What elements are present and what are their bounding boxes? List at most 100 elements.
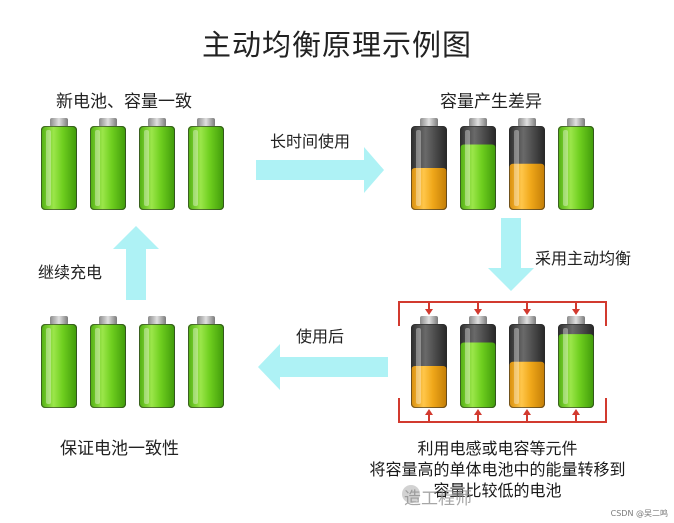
battery-group-bottom-left	[41, 316, 224, 408]
battery-group-top-left	[41, 118, 224, 210]
battery-cell	[509, 316, 545, 408]
battery-terminal	[50, 118, 68, 127]
battery-outline	[558, 126, 594, 210]
battery-cell	[90, 118, 126, 210]
battery-charge-fill	[188, 324, 224, 408]
battery-highlight	[193, 130, 198, 206]
battery-outline	[188, 324, 224, 408]
description-line: 利用电感或电容等元件	[417, 439, 578, 458]
battery-cell	[460, 316, 496, 408]
battery-highlight	[144, 130, 149, 206]
battery-charge-fill	[411, 366, 447, 408]
battery-outline	[509, 324, 545, 408]
battery-charge-fill	[90, 324, 126, 408]
battery-cell	[139, 118, 175, 210]
battery-cell	[139, 316, 175, 408]
battery-terminal	[99, 316, 117, 325]
caption-new-batteries: 新电池、容量一致	[56, 92, 192, 112]
battery-charge-fill	[558, 334, 594, 408]
battery-highlight	[563, 130, 568, 206]
diagram-title: 主动均衡原理示例图	[201, 28, 472, 62]
description-line: 将容量高的单体电池中的能量转移到	[369, 460, 626, 479]
battery-terminal	[50, 316, 68, 325]
arrow-left-after-use	[258, 344, 388, 390]
battery-highlight	[95, 130, 100, 206]
battery-charge-fill	[411, 168, 447, 210]
battery-highlight	[514, 130, 519, 206]
battery-highlight	[46, 130, 51, 206]
battery-terminal	[518, 316, 536, 325]
battery-charge-fill	[188, 126, 224, 210]
battery-highlight	[46, 328, 51, 404]
battery-highlight	[416, 328, 421, 404]
battery-charge-fill	[139, 126, 175, 210]
battery-outline	[411, 126, 447, 210]
arrow-up-continue-charge	[113, 226, 159, 300]
battery-charge-fill	[509, 163, 545, 210]
battery-charge-fill	[509, 361, 545, 408]
battery-charge-fill	[558, 126, 594, 210]
label-long-use: 长时间使用	[270, 132, 351, 151]
watermark-logo-icon	[402, 485, 420, 503]
battery-cell	[41, 118, 77, 210]
battery-charge-fill	[41, 324, 77, 408]
watermark-text: 造工程师	[404, 489, 472, 509]
battery-cell	[188, 316, 224, 408]
battery-charge-fill	[90, 126, 126, 210]
battery-outline	[139, 324, 175, 408]
label-adopt-active-balance: 采用主动均衡	[535, 249, 632, 268]
battery-charge-fill	[460, 144, 496, 210]
battery-terminal	[197, 316, 215, 325]
battery-outline	[509, 126, 545, 210]
battery-highlight	[465, 130, 470, 206]
battery-charge-fill	[460, 342, 496, 408]
battery-cell	[411, 316, 447, 408]
battery-terminal	[567, 316, 585, 325]
battery-cell	[558, 316, 594, 408]
arrow-down-adopt-balance	[488, 218, 534, 291]
arrow-right-long-use	[256, 147, 384, 193]
battery-terminal	[518, 118, 536, 127]
battery-highlight	[465, 328, 470, 404]
battery-cell	[509, 118, 545, 210]
balance-description: 利用电感或电容等元件 将容量高的单体电池中的能量转移到 容量比较低的电池	[330, 438, 665, 501]
battery-terminal	[148, 118, 166, 127]
battery-group-bottom-right	[411, 316, 594, 408]
label-continue-charge: 继续充电	[38, 263, 103, 282]
battery-highlight	[144, 328, 149, 404]
battery-outline	[90, 324, 126, 408]
battery-terminal	[420, 316, 438, 325]
description-line: 容量比较低的电池	[433, 481, 562, 500]
battery-outline	[139, 126, 175, 210]
caption-capacity-difference: 容量产生差异	[440, 92, 542, 112]
battery-outline	[460, 126, 496, 210]
battery-cell	[41, 316, 77, 408]
battery-cell	[558, 118, 594, 210]
battery-highlight	[514, 328, 519, 404]
battery-cell	[90, 316, 126, 408]
label-after-use: 使用后	[296, 327, 345, 346]
battery-terminal	[148, 316, 166, 325]
battery-highlight	[563, 328, 568, 404]
battery-outline	[460, 324, 496, 408]
battery-terminal	[469, 316, 487, 325]
battery-terminal	[567, 118, 585, 127]
balancing-connector	[398, 301, 607, 423]
battery-highlight	[416, 130, 421, 206]
battery-charge-fill	[139, 324, 175, 408]
battery-terminal	[420, 118, 438, 127]
battery-terminal	[197, 118, 215, 127]
battery-group-top-right	[411, 118, 594, 210]
battery-outline	[558, 324, 594, 408]
battery-cell	[460, 118, 496, 210]
battery-cell	[411, 118, 447, 210]
battery-cell	[188, 118, 224, 210]
battery-outline	[41, 126, 77, 210]
battery-outline	[188, 126, 224, 210]
battery-charge-fill	[41, 126, 77, 210]
battery-terminal	[469, 118, 487, 127]
battery-highlight	[193, 328, 198, 404]
csdn-credit: CSDN @吴二鸣	[610, 509, 668, 518]
battery-terminal	[99, 118, 117, 127]
